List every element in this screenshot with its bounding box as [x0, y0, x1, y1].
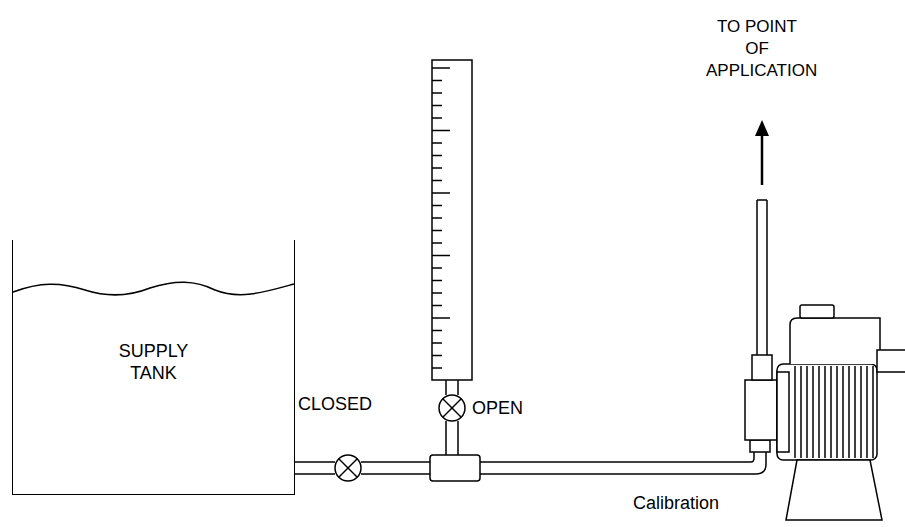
scale-ticks [432, 117, 442, 119]
pump-body [830, 366, 832, 458]
scale-ticks [432, 367, 442, 369]
pump-body [872, 366, 874, 458]
supply-pipe [361, 461, 430, 463]
scale-ticks [432, 267, 442, 269]
discharge-tube [766, 200, 768, 355]
pump-head [745, 380, 777, 440]
supply-pipe [480, 473, 742, 475]
caption: Calibration [633, 492, 719, 514]
pipe-elbow [750, 440, 770, 452]
scale-ticks [432, 280, 442, 282]
pipe-elbow [742, 452, 754, 462]
tank-label: SUPPLY TANK [109, 340, 199, 384]
scale-ticks [432, 292, 442, 294]
pipe-elbow [742, 440, 770, 474]
arrow-head [755, 120, 769, 136]
pump-body [800, 305, 834, 318]
discharge-tube [757, 200, 767, 355]
riser-pipe [445, 380, 447, 395]
scale-ticks [432, 342, 442, 344]
scale-ticks [432, 167, 442, 169]
pump-body [818, 366, 820, 458]
scale-ticks [432, 142, 442, 144]
pump-body [836, 366, 838, 458]
scale-ticks [432, 317, 450, 319]
pump-body [794, 366, 796, 458]
flow-arrow [761, 132, 764, 185]
scale-ticks [432, 255, 450, 257]
discharge-tube [756, 200, 758, 355]
calibration-column [432, 60, 472, 380]
pump-body [806, 366, 808, 458]
pump-body [812, 366, 814, 458]
valve-state: OPEN [472, 397, 523, 419]
pump-body [854, 366, 856, 458]
tee-fitting [430, 455, 480, 481]
valve-symbol [339, 459, 357, 477]
scale-ticks [432, 67, 450, 69]
valve-symbol [339, 459, 357, 477]
pump-body [800, 366, 802, 458]
scale-ticks [432, 305, 442, 307]
valve-symbol [335, 455, 361, 481]
scale-ticks [432, 180, 442, 182]
supply-pipe [295, 462, 742, 474]
scale-ticks [432, 192, 450, 194]
pump-body [824, 366, 826, 458]
supply-pipe [295, 473, 335, 475]
pump-body [777, 305, 905, 520]
discharge-tube [757, 199, 767, 201]
scale-ticks [432, 92, 442, 94]
pump-body [777, 364, 877, 460]
pump-body [860, 366, 862, 458]
riser-pipe [457, 380, 459, 395]
scale-ticks [432, 205, 442, 207]
scale-ticks [432, 68, 450, 368]
valve-state: CLOSED [298, 393, 372, 415]
scale-ticks [432, 355, 442, 357]
supply-pipe [480, 461, 742, 463]
liquid-surface [13, 282, 294, 295]
flow-destination: TO POINT OF APPLICATION [706, 16, 808, 82]
scale-ticks [432, 80, 442, 82]
pipe-elbow [742, 452, 766, 474]
pump-body [777, 372, 789, 452]
valve-symbol [335, 455, 361, 481]
riser-pipe [457, 421, 459, 455]
scale-ticks [432, 230, 442, 232]
pump-body [848, 366, 850, 458]
scale-ticks [432, 217, 442, 219]
scale-ticks [432, 130, 450, 132]
riser-pipe [445, 421, 447, 455]
discharge-fitting [752, 355, 772, 380]
pump-body [877, 350, 905, 372]
scale-ticks [432, 155, 442, 157]
pump-body [786, 460, 882, 520]
valve-symbol [443, 399, 461, 417]
pump-body [795, 366, 873, 458]
supply-pipe [361, 473, 430, 475]
scale-ticks [432, 105, 442, 107]
supply-pipe [295, 461, 335, 463]
valve-symbol [443, 399, 461, 417]
supply-tank: SUPPLY TANK [12, 240, 295, 495]
scale-ticks [432, 330, 442, 332]
pump-body [790, 318, 880, 364]
valve-symbol [439, 395, 465, 421]
valve-symbol [439, 395, 465, 421]
pump-body [842, 366, 844, 458]
pump-body [866, 366, 868, 458]
scale-ticks [432, 242, 442, 244]
illustration [13, 60, 905, 520]
